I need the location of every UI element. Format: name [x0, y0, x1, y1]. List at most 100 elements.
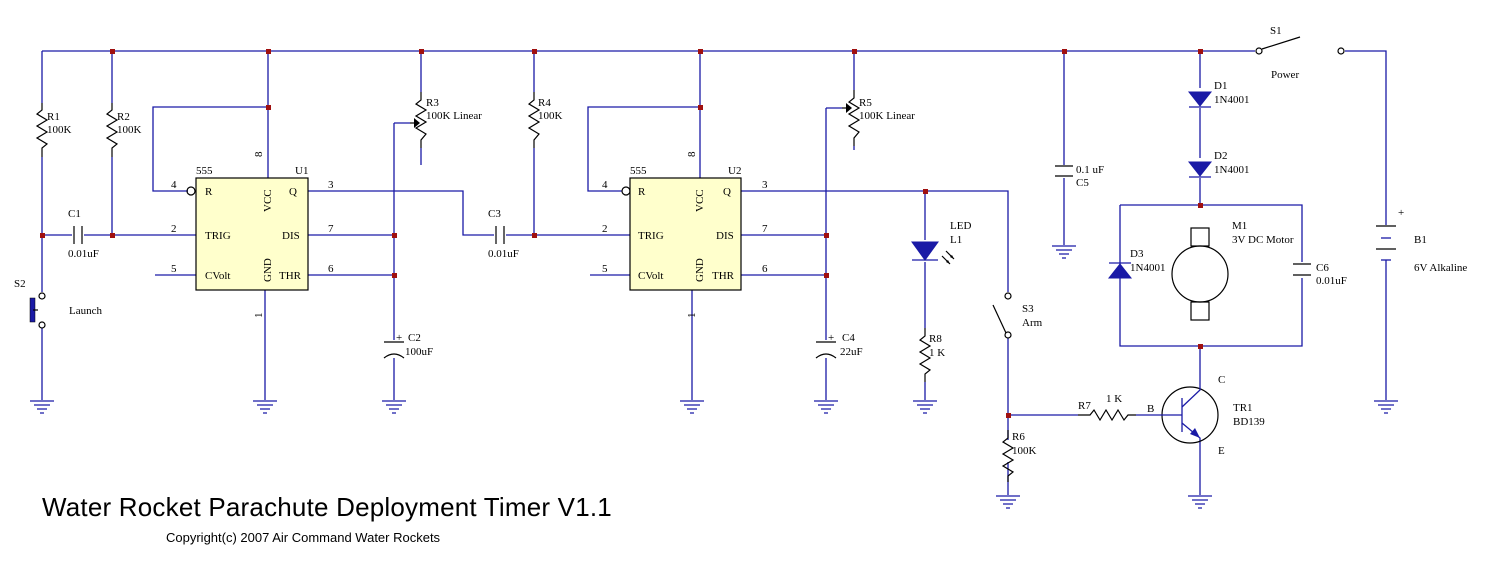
svg-text:0.01uF: 0.01uF [68, 248, 99, 260]
svg-text:4: 4 [171, 179, 177, 191]
svg-text:R: R [638, 186, 646, 198]
switch-s3: S3 Arm [992, 292, 1043, 339]
motor-wire [1119, 51, 1303, 495]
svg-text:R6: R6 [1012, 431, 1025, 443]
svg-text:U2: U2 [728, 165, 741, 177]
svg-text:5: 5 [171, 263, 177, 275]
svg-text:TRIG: TRIG [205, 230, 231, 242]
svg-text:R3: R3 [426, 97, 439, 109]
resistor-r8: R8 1 K [918, 328, 945, 382]
svg-text:100K: 100K [117, 124, 142, 136]
svg-text:S2: S2 [14, 278, 26, 290]
svg-text:R: R [205, 186, 213, 198]
svg-text:M1: M1 [1232, 220, 1247, 232]
svg-text:U1: U1 [295, 165, 308, 177]
ground-symbol-r8 [913, 400, 937, 414]
transistor-tr1: B C E TR1 BD139 [1147, 374, 1265, 457]
ground-symbol-u1 [253, 400, 277, 414]
resistor-r1: R1 100K [35, 103, 72, 157]
svg-text:L1: L1 [950, 234, 962, 246]
svg-text:D2: D2 [1214, 150, 1227, 162]
svg-text:6V Alkaline: 6V Alkaline [1414, 262, 1467, 274]
switch-s2: S2 Launch [14, 278, 102, 329]
ground-symbol-r6 [996, 495, 1020, 509]
svg-text:R1: R1 [47, 111, 60, 123]
svg-text:+: + [828, 332, 834, 344]
svg-text:100K: 100K [47, 124, 72, 136]
u2-q-wire [741, 190, 1009, 292]
ground-symbol-s2 [30, 400, 54, 414]
svg-text:Launch: Launch [69, 305, 102, 317]
diode-d3: D3 1N4001 [1107, 248, 1165, 279]
svg-text:R5: R5 [859, 97, 872, 109]
svg-text:R7: R7 [1078, 400, 1091, 412]
svg-text:100K: 100K [1012, 445, 1037, 457]
svg-text:C4: C4 [842, 332, 855, 344]
svg-text:DIS: DIS [716, 230, 734, 242]
svg-text:TRIG: TRIG [638, 230, 664, 242]
svg-text:22uF: 22uF [840, 346, 863, 358]
svg-text:CVolt: CVolt [638, 270, 663, 282]
svg-text:0.01uF: 0.01uF [488, 248, 519, 260]
capacitor-c2: + C2 100uF [383, 332, 433, 359]
svg-text:B1: B1 [1414, 234, 1427, 246]
svg-text:VCC: VCC [262, 189, 274, 212]
svg-text:R2: R2 [117, 111, 130, 123]
svg-text:C2: C2 [408, 332, 421, 344]
svg-text:3V DC Motor: 3V DC Motor [1232, 234, 1294, 246]
r1-wire [41, 51, 196, 400]
svg-text:6: 6 [762, 263, 768, 275]
svg-text:D3: D3 [1130, 248, 1144, 260]
svg-text:R8: R8 [929, 333, 942, 345]
u2-reset-wire [587, 51, 701, 192]
svg-text:S3: S3 [1022, 303, 1034, 315]
svg-text:THR: THR [712, 270, 735, 282]
svg-text:THR: THR [279, 270, 302, 282]
svg-text:0.1 uF: 0.1 uF [1076, 164, 1104, 176]
diode-d2: D2 1N4001 [1187, 150, 1249, 178]
svg-text:C6: C6 [1316, 262, 1329, 274]
svg-text:GND: GND [694, 258, 706, 282]
svg-text:LED: LED [950, 220, 971, 232]
svg-text:100K Linear: 100K Linear [426, 110, 482, 122]
svg-text:3: 3 [328, 179, 334, 191]
diode-d1: D1 1N4001 [1187, 80, 1249, 108]
svg-text:1N4001: 1N4001 [1130, 262, 1165, 274]
svg-text:6: 6 [328, 263, 334, 275]
svg-text:8: 8 [253, 151, 265, 157]
svg-text:TR1: TR1 [1233, 402, 1253, 414]
capacitor-c6: C6 0.01uF [1293, 262, 1347, 287]
ground-symbol-c4 [814, 400, 838, 414]
svg-text:1 K: 1 K [929, 347, 945, 359]
svg-text:7: 7 [328, 223, 334, 235]
svg-text:GND: GND [262, 258, 274, 282]
potentiometer-r3: R3 100K Linear [410, 92, 482, 148]
u1-q-wire [308, 190, 630, 236]
ground-symbol-c5 [1052, 245, 1076, 259]
svg-text:1N4001: 1N4001 [1214, 94, 1249, 106]
svg-text:DIS: DIS [282, 230, 300, 242]
u2-dis-thr-wire [741, 107, 842, 400]
svg-text:1: 1 [253, 313, 265, 319]
svg-text:VCC: VCC [694, 189, 706, 212]
svg-text:C3: C3 [488, 208, 501, 220]
junctions [40, 49, 1203, 418]
svg-text:C: C [1218, 374, 1225, 386]
svg-text:1 K: 1 K [1106, 393, 1122, 405]
u1-dis-thr-wire [308, 122, 410, 400]
led-l1: LED L1 [911, 220, 971, 265]
svg-text:C1: C1 [68, 208, 81, 220]
svg-text:R4: R4 [538, 97, 551, 109]
ground-symbol-tr1 [1188, 495, 1212, 509]
arm-wire [1007, 338, 1160, 495]
svg-text:+: + [1398, 207, 1404, 219]
svg-text:Arm: Arm [1022, 317, 1043, 329]
svg-text:+: + [396, 332, 402, 344]
svg-text:555: 555 [196, 165, 213, 177]
svg-text:Q: Q [289, 186, 297, 198]
capacitor-c5: 0.1 uF C5 [1055, 164, 1104, 189]
u1-reset-wire [152, 51, 269, 192]
motor-m1: M1 3V DC Motor [1171, 220, 1294, 321]
svg-text:3: 3 [762, 179, 768, 191]
ground-symbol-b1 [1374, 400, 1398, 414]
